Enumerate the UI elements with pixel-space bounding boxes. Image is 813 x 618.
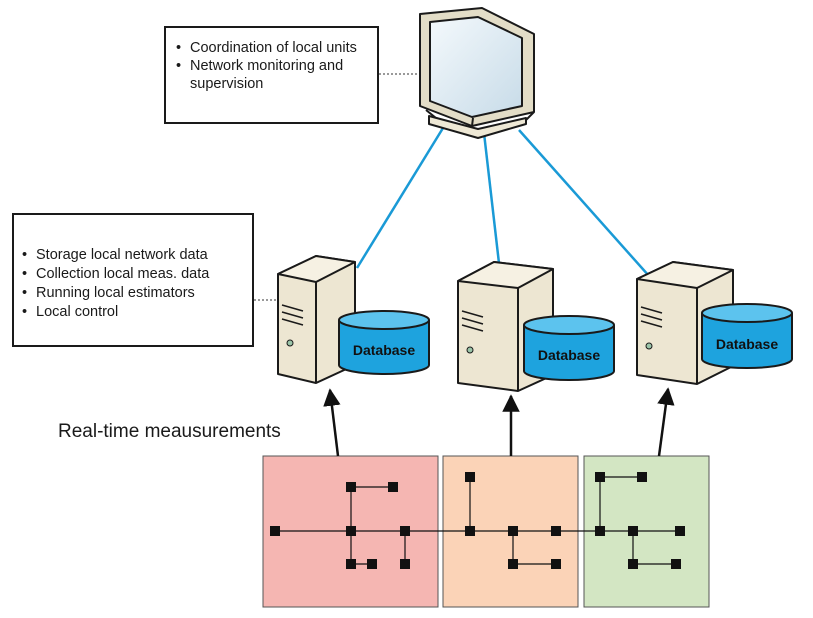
database-label-1: Database <box>353 342 415 358</box>
local-unit-bullet: Running local estimators <box>20 284 246 303</box>
network-node <box>465 526 475 536</box>
network-node <box>595 472 605 482</box>
network-node <box>637 472 647 482</box>
power-network-nodes <box>270 472 685 569</box>
network-node <box>400 526 410 536</box>
network-node <box>270 526 280 536</box>
network-node <box>508 526 518 536</box>
coordinator-bullet: Network monitoring and supervision <box>174 57 369 93</box>
link-server-2 <box>482 132 502 273</box>
network-node <box>346 482 356 492</box>
local-unit-bullet: Local control <box>20 303 246 322</box>
local-unit-bullet: Collection local meas. data <box>20 265 246 284</box>
link-server-1 <box>355 127 445 269</box>
coordinator-bullet: Coordination of local units <box>174 39 369 57</box>
coordinator-callout: Coordination of local units Network moni… <box>164 26 379 124</box>
network-node <box>628 559 638 569</box>
measurements-label: Real-time meausurements <box>58 421 281 442</box>
network-node <box>346 559 356 569</box>
communication-links <box>355 127 650 277</box>
network-node <box>551 559 561 569</box>
network-node <box>367 559 377 569</box>
monitor-icon <box>419 7 535 139</box>
network-node <box>551 526 561 536</box>
measurement-arrow-1 <box>323 388 341 457</box>
measurement-arrow-3 <box>657 387 675 457</box>
network-node <box>628 526 638 536</box>
database-icon-1 <box>338 310 430 375</box>
database-label-3: Database <box>716 336 778 352</box>
network-node <box>388 482 398 492</box>
coordinator-bullet-list: Coordination of local units Network moni… <box>174 39 369 93</box>
network-node <box>400 559 410 569</box>
network-node <box>465 472 475 482</box>
network-node <box>671 559 681 569</box>
network-node <box>346 526 356 536</box>
link-server-3 <box>518 129 650 277</box>
measurement-arrows <box>323 387 675 457</box>
network-node <box>508 559 518 569</box>
network-node <box>595 526 605 536</box>
database-label-2: Database <box>538 347 600 363</box>
server-icon-1 <box>277 255 356 384</box>
network-node <box>675 526 685 536</box>
local-unit-callout: Storage local network data Collection lo… <box>12 213 254 347</box>
database-icon-2 <box>523 315 615 381</box>
database-icon-3 <box>701 303 793 369</box>
local-unit-bullet: Storage local network data <box>20 246 246 265</box>
local-unit-bullet-list: Storage local network data Collection lo… <box>20 246 246 322</box>
power-network-lines <box>275 476 680 565</box>
